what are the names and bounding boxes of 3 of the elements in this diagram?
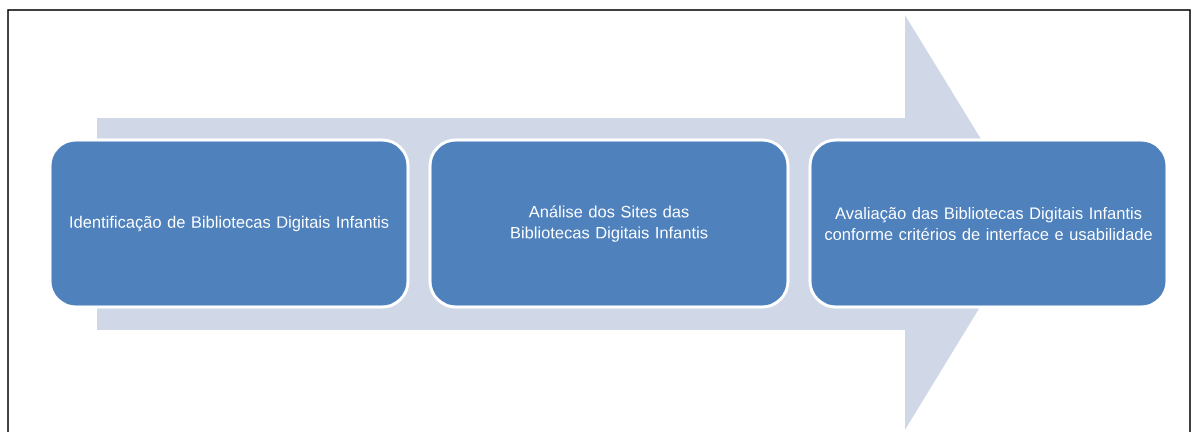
process-box: Análise dos Sites das Bibliotecas Digitais Infantis	[428, 138, 790, 309]
process-box: Avaliação das Bibliotecas Digitais Infantis conforme critérios de interface e usabilidade	[808, 138, 1169, 309]
process-box: Identificação de Bibliotecas Digitais Infantis	[48, 138, 410, 309]
